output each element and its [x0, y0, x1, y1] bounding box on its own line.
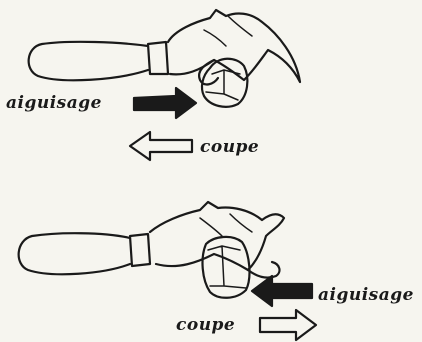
bottom-blade [150, 202, 284, 270]
bottom-panel [19, 202, 316, 340]
bottom-handle [19, 233, 130, 274]
bottom-hand-lines [200, 214, 252, 236]
bottom-sharpening-label: aiguisage [318, 285, 414, 305]
bottom-ferrule [130, 234, 150, 266]
top-cutting-arrow [130, 132, 192, 160]
bottom-cutting-arrow [260, 310, 316, 340]
top-sharpening-label: aiguisage [6, 93, 102, 113]
top-panel [29, 10, 300, 160]
top-handle [29, 42, 148, 80]
bottom-stone-facets [208, 246, 246, 288]
bottom-sharpening-arrow [252, 276, 312, 306]
top-sharpening-arrow [134, 88, 196, 118]
bottom-cutting-label: coupe [176, 315, 235, 335]
top-cutting-label: coupe [200, 137, 259, 157]
top-hand-lines [204, 16, 252, 46]
top-ferrule [148, 42, 168, 74]
